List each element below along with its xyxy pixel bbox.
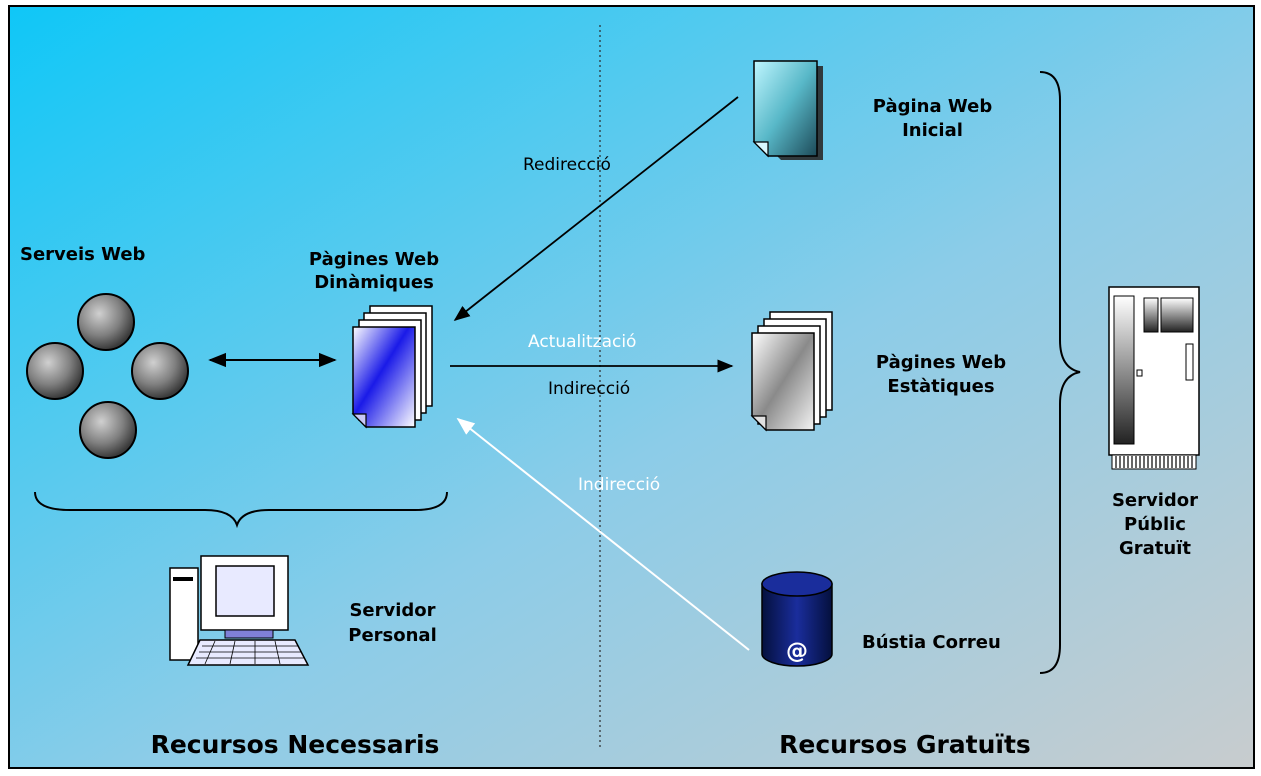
label-mail-indirection: Indirecció (578, 475, 661, 495)
section-title-right: Recursos Gratuïts (779, 730, 1031, 759)
label-dynamic-pages-line2: Dinàmiques (314, 272, 434, 292)
mail-symbol: @ (786, 639, 808, 664)
label-update-indirection: Indirecció (548, 379, 631, 399)
label-serveis-web: Serveis Web (20, 244, 146, 265)
service-ball-right (131, 342, 189, 400)
label-dynamic-pages-line1: Pàgines Web (308, 249, 440, 270)
static-pages-icon (750, 311, 833, 432)
label-public-server-line1: Servidor (1111, 490, 1199, 511)
label-update: Actualització (528, 332, 637, 352)
label-initial-page-line1: Pàgina Web (872, 96, 993, 117)
right-brace (1039, 71, 1081, 674)
redirect-arrow (453, 96, 739, 322)
left-brace (34, 491, 448, 529)
personal-computer-icon (169, 555, 310, 666)
label-static-pages-line2: Estàtiques (887, 376, 995, 396)
label-initial-page-line2: Inicial (902, 120, 963, 141)
label-servidor-personal-line2: Personal (348, 625, 437, 646)
label-mailbox: Bústia Correu (862, 632, 1001, 653)
label-redirect: Redirecció (523, 155, 611, 175)
mail-indirection-arrow (456, 417, 750, 651)
service-ball-left (26, 342, 84, 400)
initial-page-icon (752, 60, 823, 160)
service-ball-bottom (79, 401, 137, 459)
label-public-server-line2: Públic (1124, 514, 1186, 535)
label-servidor-personal-line1: Servidor (349, 600, 436, 621)
label-static-pages-line1: Pàgines Web (875, 352, 1007, 373)
mailbox-icon (761, 571, 833, 667)
public-server-icon (1108, 286, 1200, 470)
service-ball-top (77, 293, 135, 351)
section-title-left: Recursos Necessaris (150, 730, 440, 759)
web-services-icon (26, 293, 189, 459)
dynamic-pages-icon (351, 305, 433, 429)
label-public-server-line3: Gratuït (1119, 538, 1191, 559)
